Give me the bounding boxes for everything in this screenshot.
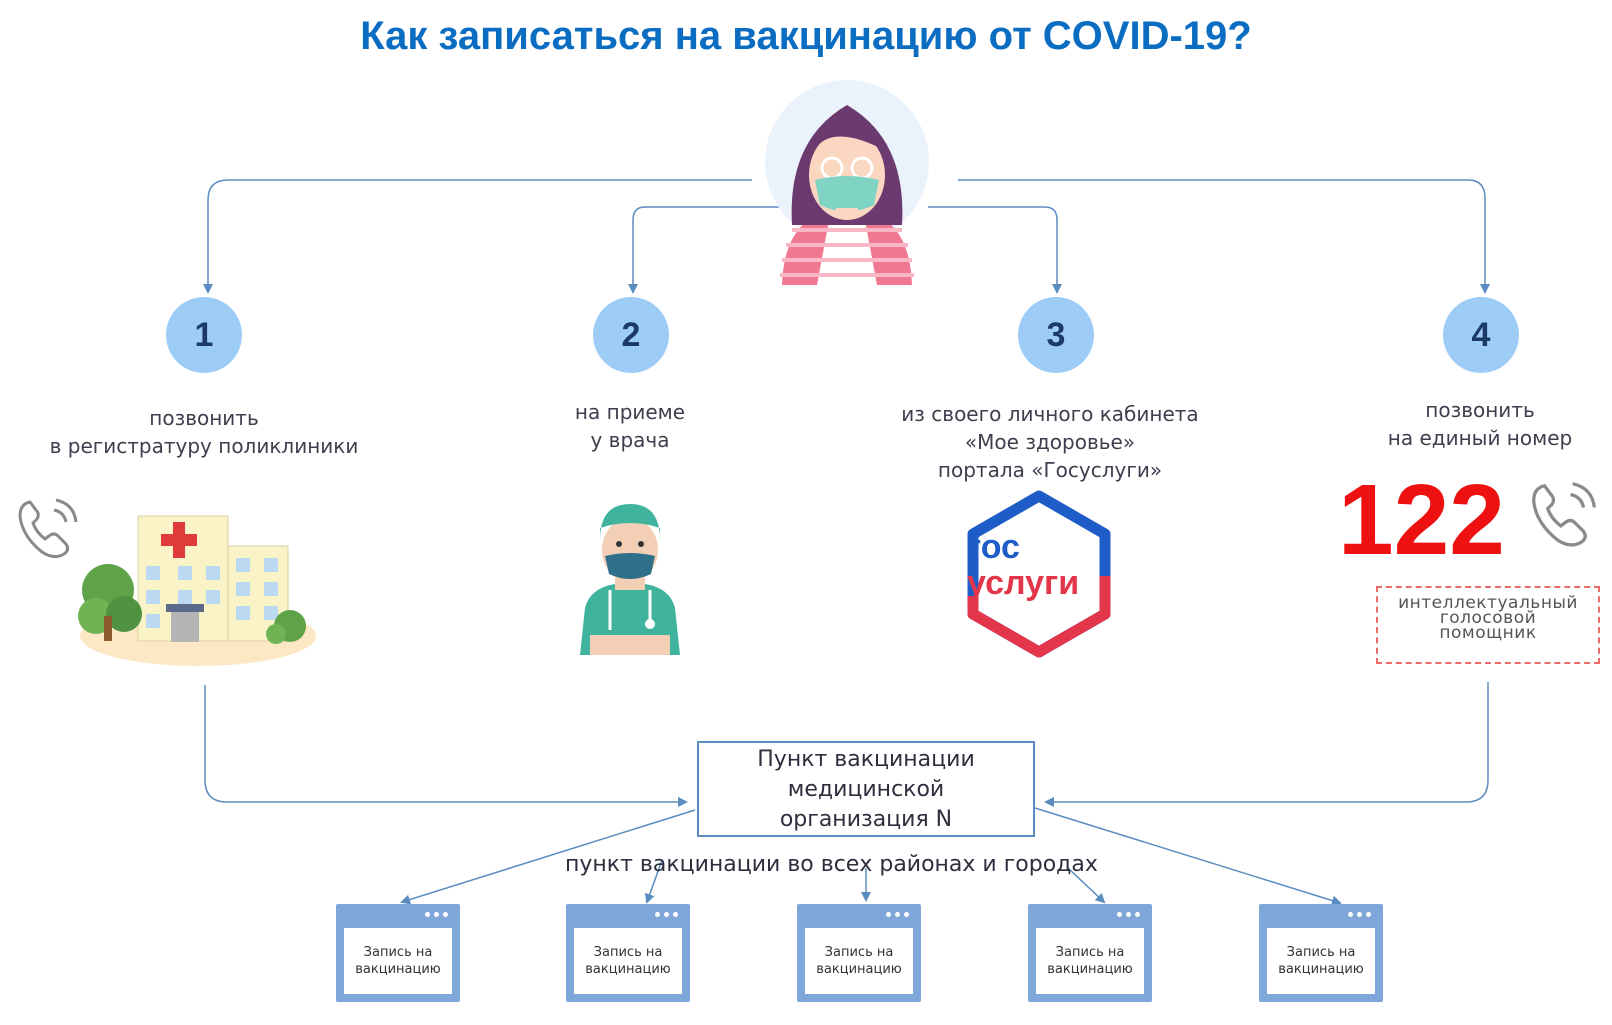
card-line-2: вакцинацию bbox=[1278, 962, 1364, 977]
center-box-line-3: организация N bbox=[779, 807, 953, 832]
center-box-line-1: Пункт вакцинации bbox=[757, 747, 975, 772]
step-4-line-1: позвонить bbox=[1425, 398, 1535, 422]
hospital-icon bbox=[78, 515, 316, 666]
card-line-2: вакцинацию bbox=[585, 962, 671, 977]
step-1-line-1: позвонить bbox=[149, 406, 259, 430]
hexagon-ring-icon bbox=[967, 490, 1111, 658]
step-1-line-2: в регистратуру поликлиники bbox=[49, 434, 359, 458]
voice-assistant-label: интеллектуальный голосовой помощник bbox=[1376, 586, 1600, 664]
step-3-line-1: из своего личного кабинета bbox=[901, 402, 1199, 426]
card-line-1: Запись на bbox=[593, 945, 663, 960]
dots-icon bbox=[655, 912, 678, 917]
assistant-line-2: голосовой bbox=[1439, 608, 1537, 628]
step-number-3: 3 bbox=[1018, 297, 1094, 373]
card-line-1: Запись на bbox=[363, 945, 433, 960]
assistant-line-3: помощник bbox=[1439, 623, 1537, 643]
booking-card: Запись на вакцинацию bbox=[1028, 904, 1152, 1002]
step-3-caption: из своего личного кабинета «Мое здоровье… bbox=[870, 400, 1230, 484]
center-box-line-2: медицинской bbox=[787, 777, 945, 802]
card-line-1: Запись на bbox=[1055, 945, 1125, 960]
subtitle: пункт вакцинации во всех районах и город… bbox=[565, 852, 1098, 877]
booking-card: Запись на вакцинацию bbox=[336, 904, 460, 1002]
phone-icon bbox=[18, 498, 78, 559]
gosuslugi-line-2: услуги bbox=[967, 564, 1080, 602]
gosuslugi-logo: гос услуги bbox=[957, 486, 1121, 664]
dots-icon bbox=[1117, 912, 1140, 917]
step-number-1: 1 bbox=[166, 297, 242, 373]
step-4-caption: позвонить на единый номер bbox=[1340, 396, 1612, 452]
step-3-line-2: «Мое здоровье» bbox=[964, 430, 1136, 454]
assistant-line-1: интеллектуальный bbox=[1398, 593, 1578, 613]
card-line-2: вакцинацию bbox=[355, 962, 441, 977]
step-2-caption: на приеме у врача bbox=[500, 398, 760, 454]
dots-icon bbox=[1348, 912, 1371, 917]
vaccination-point-box: Пункт вакцинации медицинской организация… bbox=[697, 741, 1035, 837]
dots-icon bbox=[886, 912, 909, 917]
step-2-line-1: на приеме bbox=[574, 400, 686, 424]
step-4-line-2: на единый номер bbox=[1387, 426, 1573, 450]
card-line-2: вакцинацию bbox=[816, 962, 902, 977]
page-title: Как записаться на вакцинацию от COVID-19… bbox=[360, 14, 1252, 58]
step-1-caption: позвонить в регистратуру поликлиники bbox=[24, 404, 384, 460]
phone-icon bbox=[1532, 482, 1596, 547]
card-line-1: Запись на bbox=[824, 945, 894, 960]
card-line-1: Запись на bbox=[1286, 945, 1356, 960]
booking-card: Запись на вакцинацию bbox=[1259, 904, 1383, 1002]
doctor-icon bbox=[580, 504, 680, 655]
step-number-4: 4 bbox=[1443, 297, 1519, 373]
dots-icon bbox=[425, 912, 448, 917]
hotline-number: 122 bbox=[1338, 464, 1505, 576]
step-2-line-2: у врача bbox=[590, 428, 670, 452]
woman-in-mask-icon bbox=[765, 80, 929, 285]
step-3-line-3: портала «Госуслуги» bbox=[937, 458, 1163, 482]
booking-card: Запись на вакцинацию bbox=[566, 904, 690, 1002]
step-number-2: 2 bbox=[593, 297, 669, 373]
gosuslugi-line-1: гос bbox=[967, 528, 1020, 566]
booking-card: Запись на вакцинацию bbox=[797, 904, 921, 1002]
card-line-2: вакцинацию bbox=[1047, 962, 1133, 977]
